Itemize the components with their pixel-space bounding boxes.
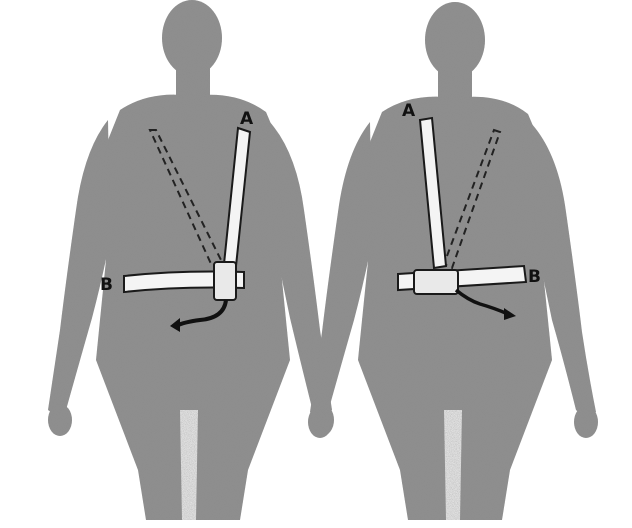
leg-gap bbox=[444, 410, 462, 520]
label-a-right: A bbox=[402, 101, 416, 121]
leg-gap bbox=[180, 410, 198, 520]
right-figure bbox=[308, 2, 598, 520]
device-pouch bbox=[214, 262, 236, 300]
label-a-left: A bbox=[240, 109, 254, 129]
device-pouch bbox=[414, 270, 458, 294]
left-figure bbox=[48, 0, 334, 520]
label-b-left: B bbox=[100, 275, 113, 295]
label-b-right: B bbox=[528, 267, 541, 287]
